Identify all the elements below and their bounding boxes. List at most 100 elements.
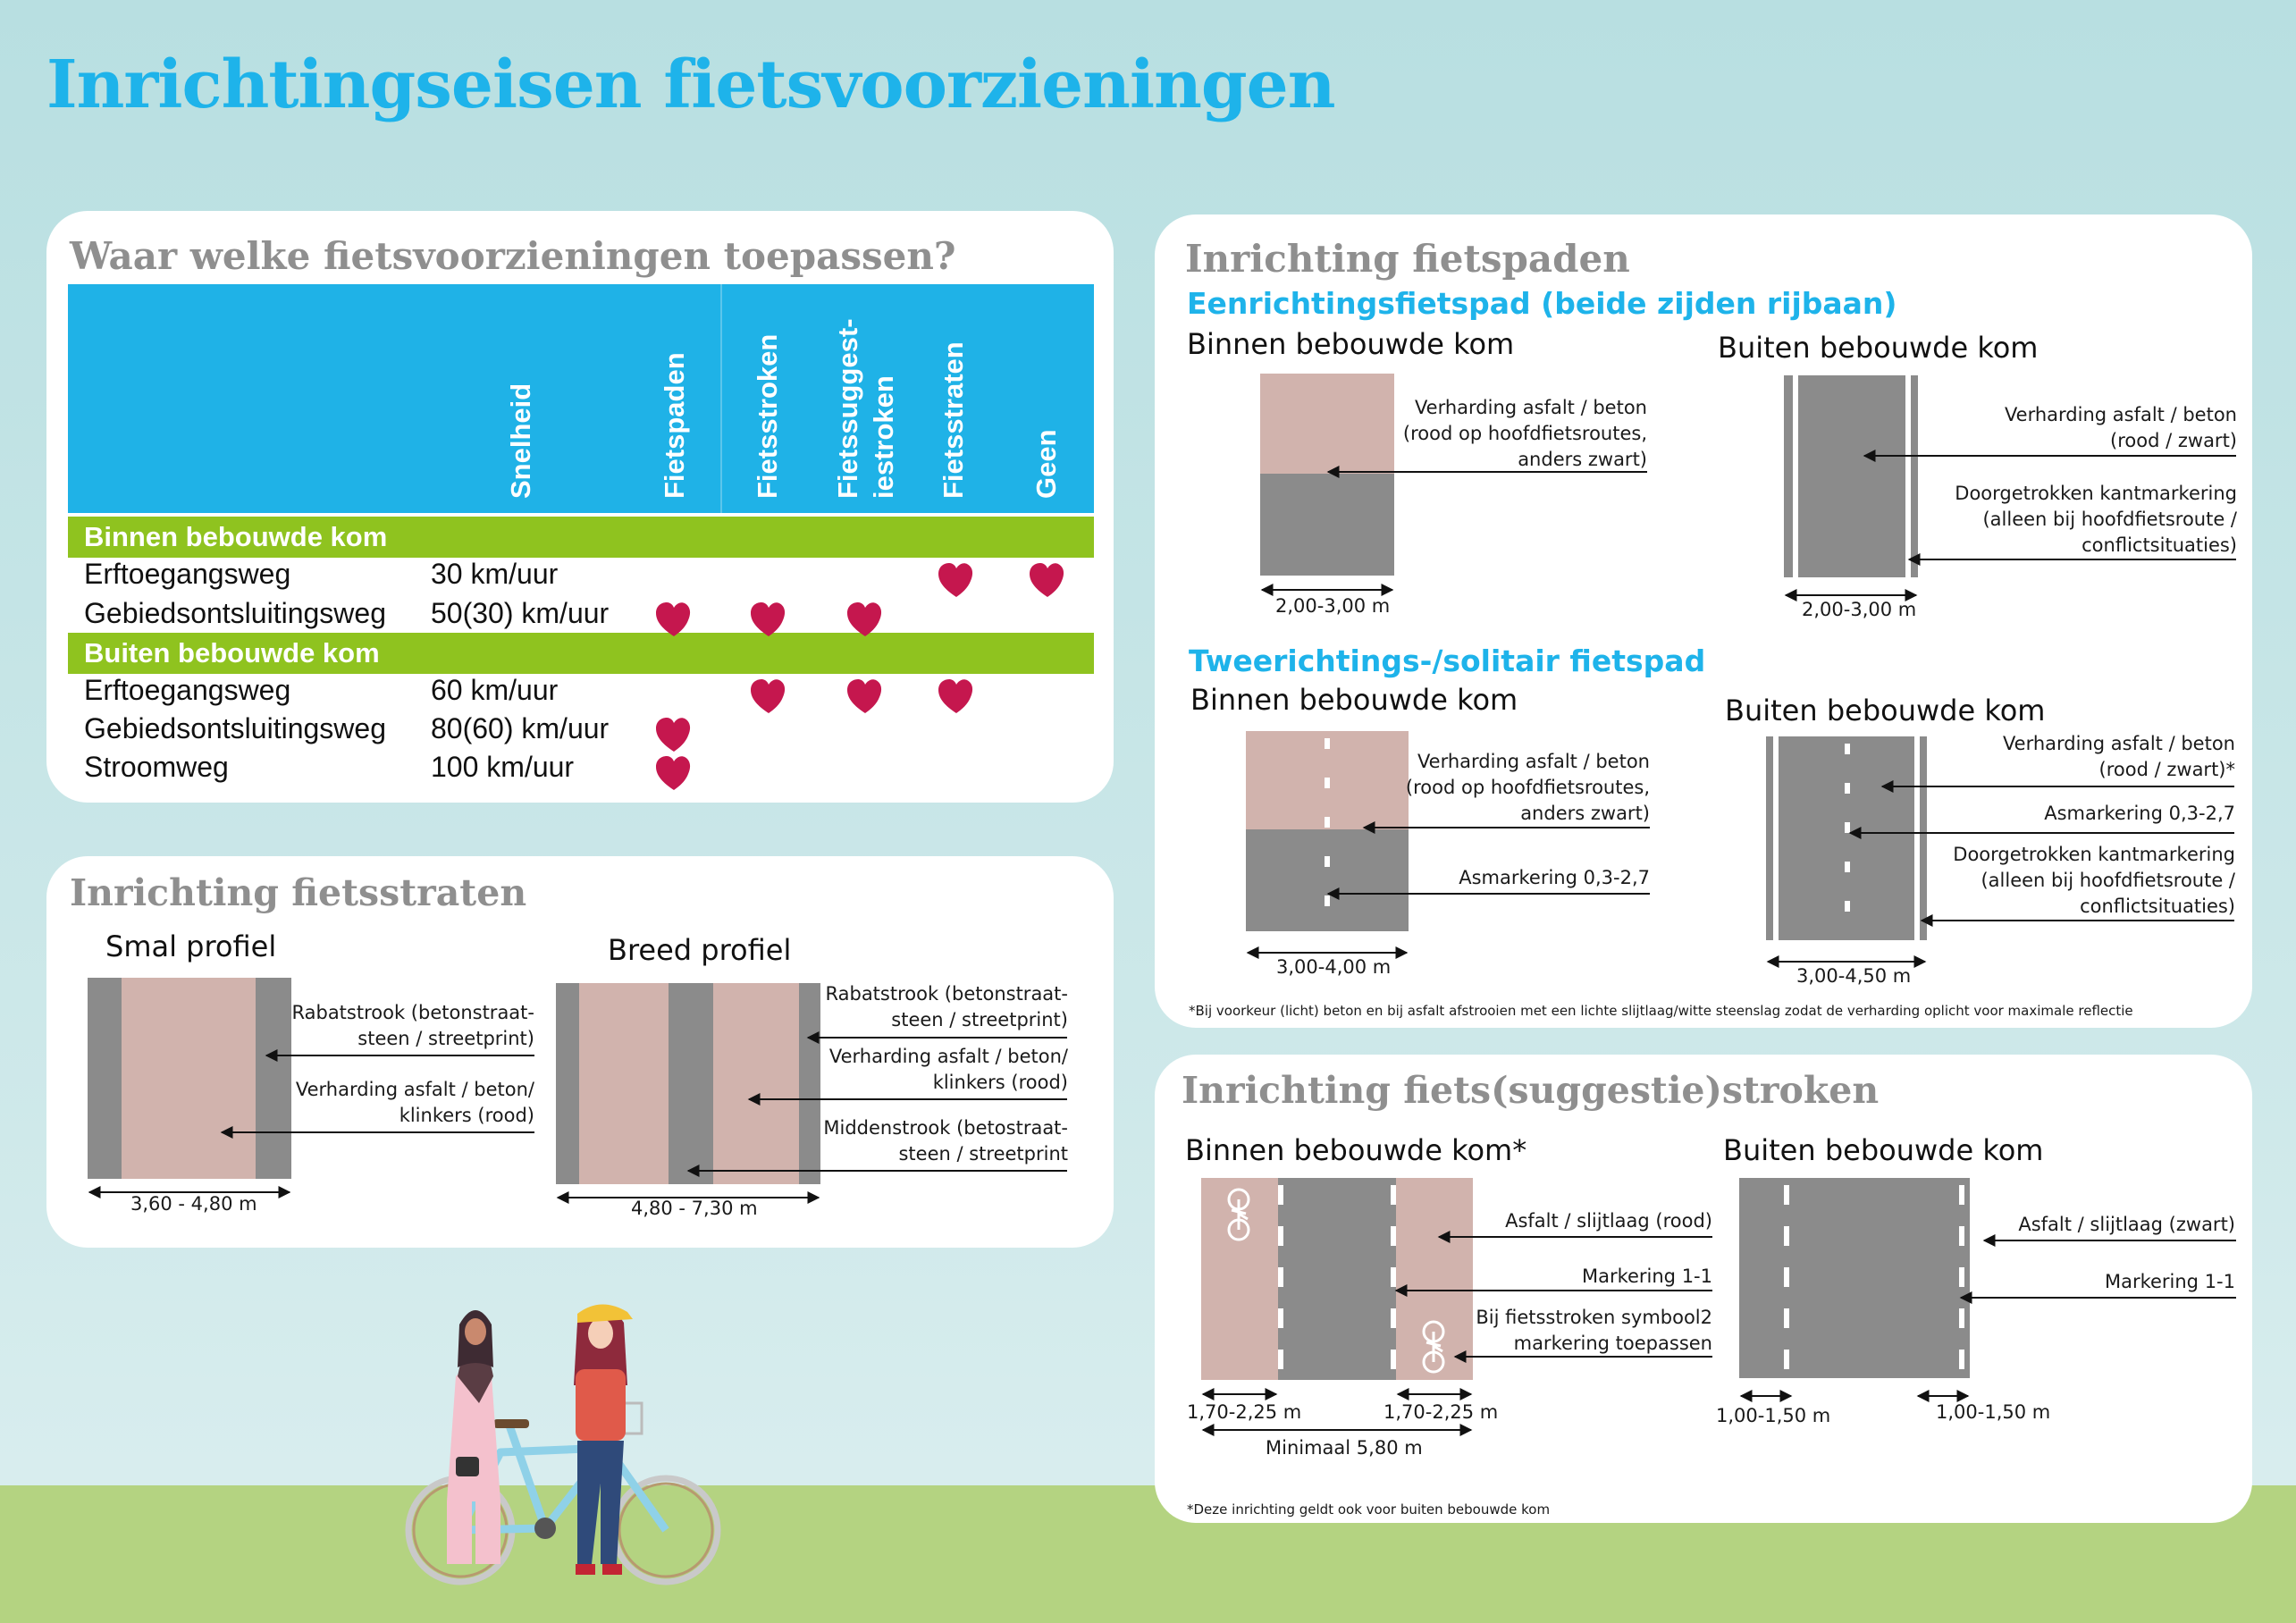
twee-binnen-label: Binnen bebouwde kom bbox=[1190, 683, 1518, 717]
twee-buiten-annotation-kantmarkering: Doorgetrokken kantmarkering(alleen bij h… bbox=[1953, 844, 2235, 917]
heart-icon bbox=[937, 561, 976, 599]
dash-mark bbox=[1845, 822, 1850, 833]
een-buiten-diagram bbox=[1784, 375, 1918, 577]
twee-buiten-annotation-asmarkering: Asmarkering 0,3-2,7 bbox=[2044, 803, 2235, 824]
stroken-binnen-dim1: 1,70-2,25 m bbox=[1187, 1401, 1302, 1423]
dash-mark bbox=[1845, 901, 1850, 912]
smal-annotation-verharding: Verharding asfalt / beton/klinkers (rood… bbox=[295, 1079, 534, 1126]
dash-mark bbox=[1391, 1267, 1396, 1287]
row-road: Erftoegangsweg bbox=[84, 674, 291, 706]
een-buiten-dimension: 2,00-3,00 m bbox=[1802, 599, 1917, 620]
twee-buiten-label: Buiten bebouwde kom bbox=[1725, 694, 2046, 727]
dash-mark bbox=[1784, 1226, 1789, 1246]
smal-annotation-rabatstrook: Rabatstrook (betonstraat-steen / streetp… bbox=[291, 1002, 534, 1049]
eenrichting-subhead: Eenrichtingsfietspad (beide zijden rijba… bbox=[1187, 286, 1897, 321]
page-title: Inrichtingseisen fietsvoorzieningen bbox=[46, 46, 1335, 123]
edge-line-left bbox=[1766, 736, 1773, 940]
column-divider bbox=[720, 284, 722, 513]
row-speed: 60 km/uur bbox=[431, 674, 559, 706]
een-buiten-label: Buiten bebouwde kom bbox=[1718, 331, 2039, 365]
stroken-footnote: *Deze inrichting geldt ook voor buiten b… bbox=[1187, 1501, 1551, 1518]
heart-icon bbox=[749, 677, 788, 715]
heart-icon bbox=[845, 677, 885, 715]
row-road: Stroomweg bbox=[84, 751, 229, 783]
dash-mark bbox=[1784, 1308, 1789, 1328]
dash-mark bbox=[1325, 738, 1330, 749]
twee-buiten-annotation-verharding: Verharding asfalt / beton(rood / zwart)* bbox=[2002, 733, 2235, 780]
heart-icon bbox=[1028, 561, 1067, 599]
dash-mark bbox=[1784, 1267, 1789, 1287]
breed-annotation-rabatstrook: Rabatstrook (betonstraat-steen / streetp… bbox=[825, 983, 1068, 1030]
dash-mark bbox=[1845, 744, 1850, 754]
een-binnen-diagram bbox=[1260, 374, 1394, 576]
table-card-title: Waar welke fietsvoorzieningen toepassen? bbox=[70, 234, 956, 278]
row-road: Gebiedsontsluitingsweg bbox=[84, 712, 386, 744]
stroken-binnen-label: Binnen bebouwde kom* bbox=[1185, 1133, 1527, 1167]
stroken-binnen-annotation-asfalt: Asfalt / slijtlaag (rood) bbox=[1505, 1210, 1712, 1232]
middenstrook bbox=[669, 983, 713, 1184]
edge-line-left bbox=[1784, 375, 1793, 577]
stroken-buiten-annotation-markering: Markering 1-1 bbox=[2104, 1271, 2235, 1292]
stroken-buiten-diagram bbox=[1739, 1178, 1970, 1378]
dash-mark bbox=[1325, 896, 1330, 906]
rabatstrook-left bbox=[556, 983, 579, 1184]
stroken-binnen-dim3: Minimaal 5,80 m bbox=[1266, 1437, 1423, 1459]
twee-buiten-diagram bbox=[1766, 736, 1927, 940]
smal-profile-diagram bbox=[88, 978, 291, 1179]
dash-mark bbox=[1278, 1350, 1283, 1369]
stroken-buiten-label: Buiten bebouwde kom bbox=[1723, 1133, 2044, 1167]
rabatstrook-right bbox=[256, 978, 291, 1179]
red-surface bbox=[1260, 374, 1394, 474]
table-header bbox=[68, 284, 1094, 513]
bicycle-icon bbox=[1227, 1188, 1250, 1241]
dash-mark bbox=[1959, 1185, 1964, 1205]
dash-mark bbox=[1845, 862, 1850, 872]
row-speed: 50(30) km/uur bbox=[431, 597, 610, 629]
breed-annotation-verharding: Verharding asfalt / beton/klinkers (rood… bbox=[828, 1046, 1068, 1093]
heart-icon bbox=[749, 601, 788, 638]
een-binnen-label: Binnen bebouwde kom bbox=[1187, 327, 1515, 361]
group-header-buiten: Buiten bebouwde kom bbox=[68, 633, 1094, 674]
rabatstrook-left bbox=[88, 978, 122, 1179]
dash-mark bbox=[1278, 1267, 1283, 1287]
dash-mark bbox=[1784, 1350, 1789, 1369]
heart-icon bbox=[654, 716, 694, 753]
twee-buiten-dimension: 3,00-4,50 m bbox=[1796, 965, 1912, 987]
dash-mark bbox=[1784, 1185, 1789, 1205]
person-left bbox=[447, 1310, 500, 1564]
dash-mark bbox=[1325, 778, 1330, 788]
dash-mark bbox=[1391, 1185, 1396, 1205]
fietsstraten-title: Inrichting fietsstraten bbox=[70, 871, 527, 914]
dash-mark bbox=[1959, 1267, 1964, 1287]
dash-mark bbox=[1391, 1226, 1396, 1246]
person-right bbox=[574, 1304, 633, 1575]
row-speed: 80(60) km/uur bbox=[431, 712, 610, 744]
fietspaden-title: Inrichting fietspaden bbox=[1185, 237, 1630, 281]
stroken-buiten-annotation-asfalt: Asfalt / slijtlaag (zwart) bbox=[2018, 1214, 2235, 1235]
row-speed: 100 km/uur bbox=[431, 751, 575, 783]
twee-binnen-annotation-verharding: Verharding asfalt / beton(rood op hoofdf… bbox=[1405, 751, 1650, 824]
edge-line-right bbox=[1920, 736, 1927, 940]
dash-mark bbox=[1959, 1350, 1964, 1369]
breed-profile-diagram bbox=[556, 983, 820, 1184]
een-buiten-annotation-verharding: Verharding asfalt / beton(rood / zwart) bbox=[2004, 404, 2237, 451]
dash-mark bbox=[1391, 1350, 1396, 1369]
breed-annotation-middenstrook: Middenstrook (betostraat-steen / streetp… bbox=[823, 1117, 1068, 1165]
heart-icon bbox=[845, 601, 885, 638]
dash-mark bbox=[1278, 1308, 1283, 1328]
stroken-binnen-diagram bbox=[1201, 1178, 1473, 1380]
dash-mark bbox=[1278, 1226, 1283, 1246]
twee-binnen-annotation-asmarkering: Asmarkering 0,3-2,7 bbox=[1459, 867, 1650, 888]
group-header-binnen: Binnen bebouwde kom bbox=[68, 517, 1094, 558]
twee-binnen-dimension: 3,00-4,00 m bbox=[1276, 956, 1392, 978]
smal-profiel-label: Smal profiel bbox=[105, 929, 277, 963]
asphalt bbox=[1798, 375, 1905, 577]
stroken-binnen-dim2: 1,70-2,25 m bbox=[1383, 1401, 1499, 1423]
dash-mark bbox=[1959, 1226, 1964, 1246]
dash-mark bbox=[1959, 1308, 1964, 1328]
stroken-buiten-dim2: 1,00-1,50 m bbox=[1936, 1401, 2051, 1423]
heart-icon bbox=[654, 754, 694, 792]
breed-profiel-label: Breed profiel bbox=[608, 933, 792, 967]
